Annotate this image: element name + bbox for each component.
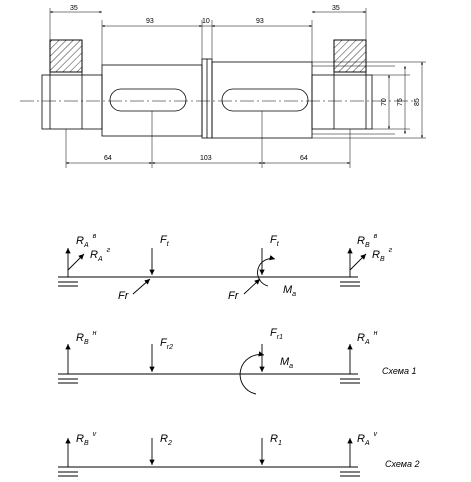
svg-text:R1: R1 — [270, 433, 282, 447]
svg-text:Ft: Ft — [160, 234, 170, 248]
dim-diameter-85: 85 — [414, 98, 421, 106]
svg-text:Fr2: Fr2 — [160, 337, 173, 351]
scheme-row-2-labels: RBн Fr2 Fr1 Ma RAн Схема 1 — [76, 327, 416, 376]
scheme-1-label: Схема 1 — [382, 366, 416, 376]
right-shaft-end — [311, 74, 373, 130]
left-bearing — [49, 39, 83, 73]
dim-bottom-103: 103 — [200, 155, 212, 162]
svg-text:Ma: Ma — [280, 356, 293, 370]
dimension-labels: 35 93 10 93 35 64 103 64 70 75 85 — [70, 5, 421, 162]
svg-text:RAг: RAг — [90, 247, 111, 263]
dim-diameter-70: 70 — [381, 98, 388, 106]
dim-spacer-10: 10 — [202, 18, 210, 25]
svg-text:Ft: Ft — [270, 234, 280, 248]
left-keyway — [109, 88, 187, 112]
svg-text:RBн: RBн — [76, 330, 97, 346]
dim-diameter-75: 75 — [397, 98, 404, 106]
scheme-row-3 — [58, 438, 360, 477]
svg-text:Fr1: Fr1 — [270, 327, 283, 341]
svg-text:RAв: RAв — [76, 233, 97, 249]
dim-left-93: 93 — [146, 18, 154, 25]
svg-text:RAv: RAv — [357, 431, 378, 447]
dim-right-35: 35 — [332, 5, 340, 12]
dim-left-35: 35 — [70, 5, 78, 12]
dim-bottom-64-right: 64 — [300, 155, 308, 162]
scheme-2-label: Схема 2 — [385, 459, 419, 469]
right-bearing — [333, 39, 367, 73]
svg-text:Ma: Ma — [283, 284, 296, 298]
svg-text:RBв: RBв — [357, 233, 378, 249]
svg-text:RBv: RBv — [76, 431, 97, 447]
scheme-row-1 — [58, 248, 367, 295]
dim-bottom-64-left: 64 — [104, 155, 112, 162]
svg-text:Fr: Fr — [228, 290, 240, 302]
shaft-drawing — [20, 8, 426, 168]
svg-text:RBг: RBг — [372, 247, 393, 263]
scheme-row-1-labels: RAв RAг Ft Fr Ft Fr Ma RBв RBг — [76, 233, 393, 302]
left-shaft-end — [41, 74, 103, 130]
scheme-row-2 — [58, 344, 360, 395]
svg-text:RAн: RAн — [357, 330, 378, 346]
right-keyway — [221, 88, 309, 112]
scheme-row-3-labels: RBv R2 R1 RAv Схема 2 — [76, 431, 419, 469]
dim-right-93: 93 — [256, 18, 264, 25]
svg-text:R2: R2 — [160, 433, 172, 447]
svg-text:Fr: Fr — [118, 290, 130, 302]
